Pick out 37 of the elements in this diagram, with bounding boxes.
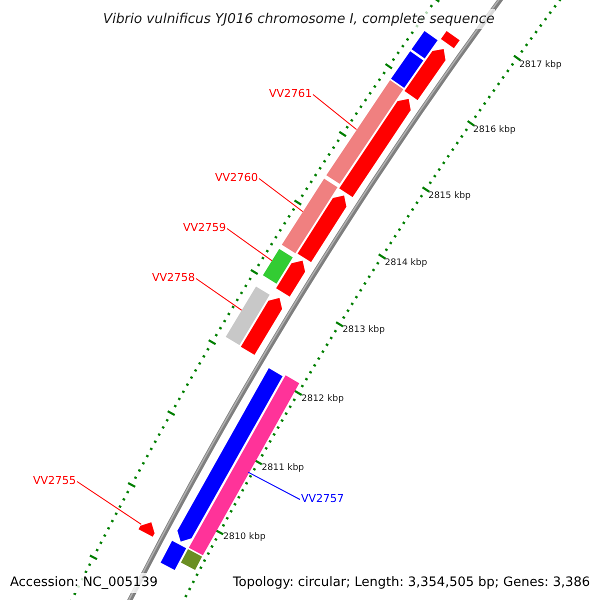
gene-bar — [177, 368, 283, 542]
scale-label: 2810 kbp — [223, 532, 266, 544]
leader-line — [196, 278, 242, 311]
gene-bar — [240, 298, 282, 355]
gene-bar — [339, 98, 411, 198]
gene-bar — [391, 51, 424, 88]
gene-bar — [180, 549, 202, 570]
gene-label: VV2758 — [152, 271, 196, 284]
gene-bar — [282, 178, 338, 254]
scale-label: 2813 kbp — [342, 325, 385, 336]
gene-label: VV2755 — [33, 474, 76, 487]
leader-line — [226, 228, 272, 262]
leader-line — [258, 178, 304, 212]
scale-label: 2817 kbp — [519, 60, 562, 72]
gene-label: VV2760 — [215, 171, 258, 184]
gene-label: VV2759 — [183, 221, 226, 234]
gene-bar — [160, 540, 186, 570]
gene-bar — [326, 80, 404, 184]
scale-label: 2816 kbp — [473, 125, 516, 136]
title: Vibrio vulnificus YJ016 chromosome I, complete sequence — [103, 9, 495, 30]
gene-bar — [404, 49, 446, 100]
gene-bar — [412, 31, 438, 58]
scale-label: 2812 kbp — [301, 394, 344, 405]
gene-bar — [226, 286, 270, 346]
gene-bar — [276, 260, 306, 297]
gene-label: VV2761 — [269, 87, 312, 100]
scale-label: 2814 kbp — [384, 258, 428, 269]
gene-bar — [138, 522, 155, 537]
leader-line — [248, 472, 300, 500]
caption-text: Accession: NC_005139 — [8, 573, 160, 592]
scale-label: 2811 kbp — [262, 462, 304, 474]
gene-bar — [298, 196, 346, 262]
gene-bar — [262, 248, 293, 284]
leader-line — [312, 94, 357, 130]
gene-label: VV2757 — [301, 492, 344, 505]
scale-label: 2815 kbp — [428, 191, 471, 202]
leader-line — [76, 481, 142, 525]
